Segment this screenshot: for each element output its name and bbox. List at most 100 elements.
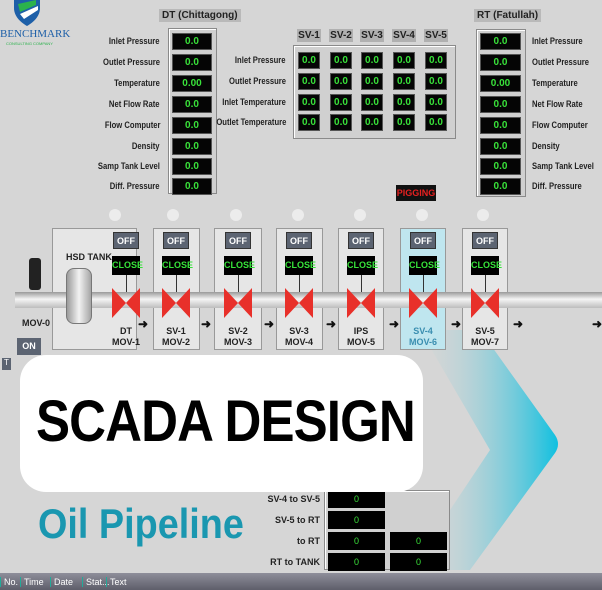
valve-stem	[126, 275, 127, 300]
sv-header: SV-3	[360, 29, 384, 42]
close-button[interactable]: CLOSE	[224, 256, 255, 275]
valve-icon[interactable]	[112, 288, 140, 318]
status-lamp	[230, 209, 242, 221]
sv-header: SV-4	[392, 29, 416, 42]
segment-value-2: 0	[390, 553, 447, 571]
off-button[interactable]: OFF	[113, 232, 139, 249]
valve-stem	[299, 275, 300, 300]
valve-icon[interactable]	[409, 288, 437, 318]
logo-sub: CONSULTING COMPANY	[6, 41, 53, 46]
sv-value: 0.0	[330, 73, 352, 90]
valve-icon[interactable]	[162, 288, 190, 318]
close-button[interactable]: CLOSE	[347, 256, 378, 275]
close-button[interactable]: CLOSE	[285, 256, 316, 275]
status-lamp	[292, 209, 304, 221]
status-lamp	[354, 209, 366, 221]
close-button[interactable]: CLOSE	[409, 256, 440, 275]
title-banner	[20, 355, 423, 492]
alarm-column-header[interactable]: Time	[20, 576, 50, 587]
dt-label: Density	[132, 141, 160, 151]
close-button[interactable]: CLOSE	[162, 256, 193, 275]
dt-title: DT (Chittagong)	[159, 9, 241, 22]
sv-label: Outlet Pressure	[229, 76, 286, 86]
pigging-indicator: PIGGING	[396, 185, 436, 201]
sv-value: 0.0	[298, 73, 320, 90]
sv-value: 0.0	[425, 94, 447, 111]
status-lamp	[477, 209, 489, 221]
segment-label: SV-5 to RT	[274, 515, 320, 525]
rt-label: Net Flow Rate	[532, 99, 583, 109]
t-button[interactable]: T	[2, 358, 11, 370]
alarm-column-header[interactable]: Date	[50, 576, 82, 587]
sv-header: SV-1	[297, 29, 321, 42]
flow-arrow-icon: ➜	[513, 317, 524, 331]
valve-icon[interactable]	[471, 288, 499, 318]
segment-value: 0	[328, 490, 385, 508]
dt-value: 0.0	[172, 117, 212, 134]
valve-icon[interactable]	[224, 288, 252, 318]
sv-value: 0.0	[393, 94, 415, 111]
alarm-column-header[interactable]: No.	[0, 576, 20, 587]
rt-value: 0.0	[480, 96, 521, 113]
status-lamp	[109, 209, 121, 221]
valve-stem	[423, 275, 424, 300]
sv-value: 0.0	[330, 114, 352, 131]
sv-value: 0.0	[425, 114, 447, 131]
rt-label: Density	[532, 141, 560, 151]
dt-value: 0.0	[172, 54, 212, 71]
dt-value: 0.0	[172, 178, 212, 195]
off-button[interactable]: OFF	[225, 232, 251, 249]
sv-label: Inlet Pressure	[235, 55, 286, 65]
sv-value: 0.0	[425, 52, 447, 69]
segment-label: RT to TANK	[270, 557, 320, 567]
mov0-on-button[interactable]: ON	[17, 338, 41, 355]
off-button[interactable]: OFF	[472, 232, 498, 249]
segment-value-2: 0	[390, 532, 447, 550]
sv-header: SV-5	[424, 29, 448, 42]
off-button[interactable]: OFF	[348, 232, 374, 249]
dt-label: Inlet Pressure	[109, 36, 160, 46]
dt-label: Net Flow Rate	[109, 99, 160, 109]
alarm-column-header[interactable]: Stat...	[82, 576, 110, 587]
off-button[interactable]: OFF	[410, 232, 436, 249]
dt-value: 0.0	[172, 158, 212, 175]
valve-stem	[485, 275, 486, 300]
close-button[interactable]: CLOSE	[112, 256, 143, 275]
valve-icon[interactable]	[347, 288, 375, 318]
close-button[interactable]: CLOSE	[471, 256, 502, 275]
flow-arrow-icon: ➜	[389, 317, 400, 331]
dt-value: 0.0	[172, 33, 212, 50]
flow-arrow-icon: ➜	[201, 317, 212, 331]
dt-value: 0.0	[172, 96, 212, 113]
sv-value: 0.0	[330, 94, 352, 111]
banner-title: SCADA DESIGN	[36, 389, 416, 454]
sv-value: 0.0	[298, 114, 320, 131]
sv-value: 0.0	[298, 94, 320, 111]
flow-arrow-icon: ➜	[326, 317, 337, 331]
hsd-tank-label: HSD TANK	[66, 252, 112, 262]
dt-label: Temperature	[114, 78, 160, 88]
rt-label: Temperature	[532, 78, 578, 88]
sv-value: 0.0	[361, 73, 383, 90]
mov0-label: MOV-0	[22, 318, 51, 328]
off-button[interactable]: OFF	[286, 232, 312, 249]
rt-label: Samp Tank Level	[532, 161, 594, 171]
sv-value: 0.0	[298, 52, 320, 69]
alarm-column-header[interactable]: Text	[106, 576, 146, 587]
flow-arrow-icon: ➜	[592, 317, 602, 331]
off-button[interactable]: OFF	[163, 232, 189, 249]
rt-title: RT (Fatullah)	[474, 9, 542, 22]
chevron-decoration	[410, 330, 558, 570]
rt-value: 0.0	[480, 158, 521, 175]
flow-arrow-icon: ➜	[138, 317, 149, 331]
valve-icon[interactable]	[285, 288, 313, 318]
rt-value: 0.0	[480, 178, 521, 195]
segment-label: to RT	[297, 536, 320, 546]
sv-value: 0.0	[425, 73, 447, 90]
